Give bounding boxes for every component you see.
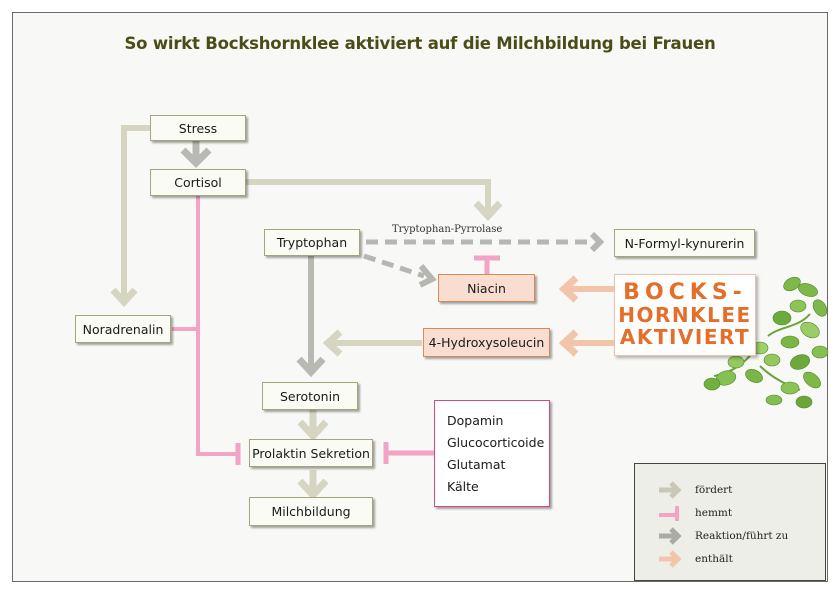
edge-cortisol-pyrrolase bbox=[246, 179, 503, 222]
brand-line-2: HORNKLEE bbox=[618, 303, 752, 327]
edge-cortisol-prolaktin-inhibit bbox=[172, 196, 241, 465]
fenugreek-plant-image bbox=[703, 276, 829, 409]
legend-item-reaktion: Reaktion/führt zu bbox=[657, 527, 788, 545]
node-cortisol: Cortisol bbox=[150, 169, 246, 196]
node-serotonin: Serotonin bbox=[262, 382, 358, 410]
node-milchbildung: Milchbildung bbox=[249, 497, 373, 526]
brand-line-1: BOCKS- bbox=[623, 280, 747, 305]
node-n-formyl-kynurerin: N-Formyl-kynurerin bbox=[614, 229, 755, 257]
inhibitor-glutamat: Glutamat bbox=[447, 457, 506, 472]
inhibitor-dopamin: Dopamin bbox=[447, 413, 504, 428]
legend: fördert hemmt Reaktion/führt zu enthält bbox=[634, 463, 826, 581]
legend-item-hemmt: hemmt bbox=[657, 504, 732, 522]
arrow-reaktion-icon bbox=[659, 527, 682, 545]
edge-serotonin-prolaktin bbox=[297, 410, 329, 442]
node-niacin: Niacin bbox=[438, 274, 535, 302]
legend-item-enthaelt: enthält bbox=[657, 550, 733, 568]
arrow-enthaelt-icon bbox=[659, 550, 682, 568]
legend-item-foerdert: fördert bbox=[657, 481, 732, 499]
edge-inhibitors-prolaktin bbox=[383, 442, 434, 464]
bockshornklee-brand-box: BOCKS- HORNKLEE AKTIVIERT bbox=[614, 274, 756, 356]
inhibit-bar-icon bbox=[659, 506, 679, 521]
inhibitors-box: Dopamin Glucocorticoide Glutamat Kälte bbox=[434, 400, 550, 507]
node-4-hydroxysoleucin: 4-Hydroxysoleucin bbox=[423, 328, 550, 357]
edge-hydroxy-serotonin bbox=[322, 329, 422, 357]
edge-tryptophan-niacin bbox=[363, 253, 437, 288]
node-noradrenalin: Noradrenalin bbox=[75, 315, 171, 343]
edge-bocks-hydroxy bbox=[558, 329, 614, 357]
edge-tryptophan-serotonin bbox=[296, 256, 326, 378]
inhibitor-glucocorticoide: Glucocorticoide bbox=[447, 435, 545, 450]
brand-line-3: AKTIVIERT bbox=[619, 325, 751, 349]
page-title: So wirkt Bockshornklee aktiviert auf die… bbox=[124, 34, 716, 53]
inhibitor-kaelte: Kälte bbox=[447, 479, 479, 494]
edge-tryptophan-nformyl bbox=[366, 231, 605, 253]
edge-bocks-niacin bbox=[558, 275, 614, 303]
edge-stress-cortisol bbox=[180, 141, 212, 168]
enzyme-label: Tryptophan-Pyrrolase bbox=[392, 224, 503, 235]
node-prolaktin-sekretion: Prolaktin Sekretion bbox=[249, 439, 373, 467]
node-stress: Stress bbox=[150, 115, 246, 141]
node-tryptophan: Tryptophan bbox=[264, 229, 360, 256]
edge-stress-noradrenalin bbox=[110, 125, 150, 308]
edge-niacin-inhibit bbox=[474, 255, 500, 274]
edge-prolaktin-milch bbox=[297, 470, 329, 501]
arrow-foerdert-icon bbox=[659, 481, 682, 499]
